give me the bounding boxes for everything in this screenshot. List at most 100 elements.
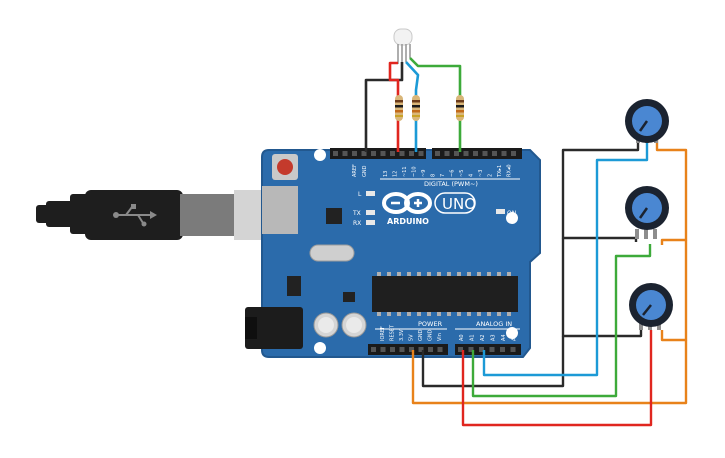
chip-pin <box>447 272 451 276</box>
analog-pin-label: A3 <box>491 334 497 341</box>
digital-pin-label: 2 <box>488 174 494 177</box>
analog-pin-label: A4 <box>501 334 507 341</box>
chip-pin <box>387 272 391 276</box>
wire-black-gnd-pots <box>561 142 640 242</box>
header-pin[interactable] <box>437 347 443 352</box>
chip-pin <box>397 312 401 316</box>
wire-blue-a2 <box>482 142 649 377</box>
wire-green-a1 <box>471 244 652 398</box>
header-pin[interactable] <box>501 151 507 156</box>
header-pin[interactable] <box>473 151 478 156</box>
digital-header[interactable] <box>330 148 522 159</box>
header-pin[interactable] <box>399 347 405 352</box>
chip-pin <box>487 312 491 316</box>
analog-header[interactable] <box>455 344 521 355</box>
header-pin[interactable] <box>352 151 357 156</box>
digital-pin-label: 7 <box>440 174 446 177</box>
header-pin[interactable] <box>409 347 414 352</box>
header-pin[interactable] <box>418 347 424 352</box>
brand-label: ARDUINO <box>387 217 429 226</box>
analog-header-label: ANALOG IN <box>476 320 512 328</box>
mounting-hole <box>506 327 518 339</box>
digital-pin-label: 12 <box>393 171 399 177</box>
small-chip <box>343 292 355 302</box>
digital-header-label: DIGITAL (PWM~) <box>424 180 478 188</box>
wire-black-gnd-board <box>421 336 565 388</box>
header-pin[interactable] <box>361 151 367 156</box>
header-pin[interactable] <box>380 151 386 156</box>
header-pin[interactable] <box>482 151 488 156</box>
capacitor <box>341 312 367 338</box>
analog-pin-label: A5 <box>512 334 518 341</box>
chip-pin <box>477 312 481 316</box>
chip-pin <box>437 272 441 276</box>
mounting-hole <box>506 212 518 224</box>
wire-orange-5v <box>660 240 688 342</box>
header-pin[interactable] <box>428 347 433 352</box>
chip-pin <box>407 312 411 316</box>
header-pin[interactable] <box>390 151 395 156</box>
chip-pin <box>427 312 431 316</box>
model-label: UNO <box>442 195 476 213</box>
header-pin[interactable] <box>510 347 516 352</box>
resistor[interactable] <box>395 95 403 121</box>
header-pin[interactable] <box>371 151 376 156</box>
header-pin[interactable] <box>380 347 386 352</box>
header-pin[interactable] <box>409 151 414 156</box>
header-pin[interactable] <box>463 151 469 156</box>
wire-black-gnd-pots <box>561 238 643 338</box>
header-pin[interactable] <box>454 151 459 156</box>
arduino-uno-board[interactable]: ARDUINO UNO ON L TX RX DIGITAL (PWM~) AR… <box>245 148 541 358</box>
voltage-regulator <box>287 276 301 296</box>
header-pin[interactable] <box>399 151 405 156</box>
header-pin[interactable] <box>390 347 395 352</box>
led-tx <box>366 210 375 215</box>
resistor[interactable] <box>412 95 420 121</box>
header-pin[interactable] <box>418 151 424 156</box>
digital-pin-label: 13 <box>383 171 389 177</box>
wire-black-gnd <box>364 62 404 152</box>
chip-pin <box>437 312 441 316</box>
header-pin[interactable] <box>500 347 505 352</box>
digital-pin-label: 4 <box>469 174 475 177</box>
led-rx-label: RX <box>353 220 361 227</box>
power-header[interactable] <box>368 344 448 355</box>
resistor[interactable] <box>456 95 464 121</box>
header-pin[interactable] <box>479 347 484 352</box>
on-label: ON <box>507 210 516 217</box>
header-pin[interactable] <box>458 347 463 352</box>
chip-pin <box>467 272 471 276</box>
analog-pin-label: A1 <box>470 334 476 341</box>
rgb-led[interactable] <box>393 28 413 64</box>
reset-button[interactable] <box>272 154 298 180</box>
potentiometer-2[interactable] <box>625 186 669 239</box>
led-l-label: L <box>358 191 362 198</box>
mounting-hole <box>314 342 326 354</box>
power-pin-label: Vin <box>437 333 443 341</box>
led-tx-label: TX <box>352 210 361 217</box>
arduino-infinity-logo <box>382 192 432 214</box>
header-pin[interactable] <box>468 347 474 352</box>
usb-socket <box>262 186 298 234</box>
header-pin[interactable] <box>342 151 348 156</box>
usb-icon <box>113 204 157 227</box>
potentiometer-1[interactable] <box>625 99 669 143</box>
digital-pin-label: ~6 <box>450 170 456 177</box>
header-pin[interactable] <box>371 347 376 352</box>
chip-pin <box>397 272 401 276</box>
header-pin[interactable] <box>444 151 450 156</box>
header-pin[interactable] <box>435 151 440 156</box>
analog-pin-label: A2 <box>480 334 486 341</box>
analog-pin-label: A0 <box>459 334 465 341</box>
led-l <box>366 191 375 196</box>
header-pin[interactable] <box>333 151 338 156</box>
header-pin[interactable] <box>511 151 516 156</box>
digital-pin-label: RX◂0 <box>507 164 513 177</box>
header-pin[interactable] <box>489 347 495 352</box>
chip-pin <box>447 312 451 316</box>
chip-pin <box>507 272 511 276</box>
power-jack[interactable] <box>245 307 303 349</box>
header-pin[interactable] <box>492 151 497 156</box>
potentiometer-3[interactable] <box>629 283 673 330</box>
